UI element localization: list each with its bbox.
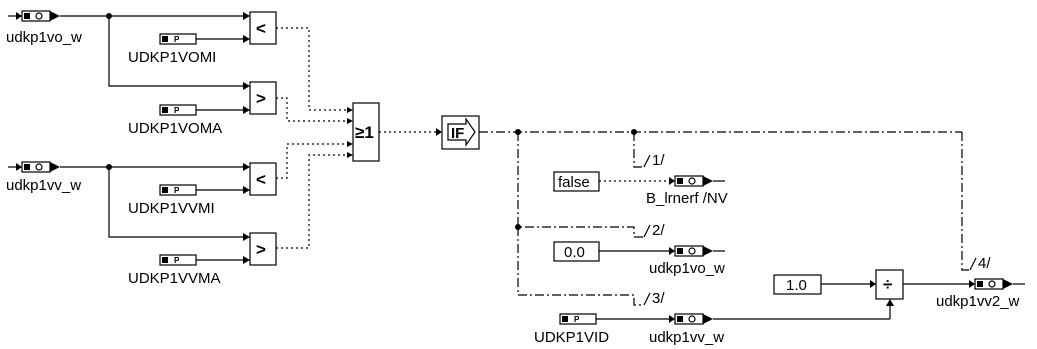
- branch-labels: 1/ 2/ 3/ 4/: [643, 152, 991, 307]
- input-wires: [60, 12, 250, 241]
- output-label-udkp1vv-w: udkp1vv_w: [649, 329, 724, 346]
- output-label-udkp1vo-w: udkp1vo_w: [649, 260, 725, 277]
- param-label-udkp1vomi: UDKP1VOMI: [128, 49, 216, 66]
- svg-text:≥1: ≥1: [355, 123, 374, 142]
- or-to-if-wire: [379, 128, 442, 136]
- comparator-gt-vo: >: [249, 81, 277, 115]
- branch-label-1: 1/: [652, 152, 665, 169]
- output-label-udkp1vv2-w: udkp1vv2_w: [936, 293, 1020, 310]
- or-block: ≥1: [352, 102, 380, 162]
- input-udkp1vo-w: udkp1vo_w: [6, 10, 82, 46]
- input-label-udkp1vv-w: udkp1vv_w: [6, 177, 81, 194]
- svg-text:÷: ÷: [883, 275, 892, 294]
- comparator-lt-vv: <: [249, 162, 277, 196]
- comparator-lt-vo: <: [249, 11, 277, 45]
- param-label-udkp1voma: UDKP1VOMA: [128, 120, 222, 137]
- svg-text:<: <: [256, 170, 266, 189]
- branch-3: UDKP1VID udkp1vv_w: [534, 299, 894, 346]
- const-false: false: [558, 174, 590, 191]
- svg-text:>: >: [256, 240, 266, 259]
- const-one: 1.0: [786, 277, 807, 294]
- param-label-udkp1vvma: UDKP1VVMA: [128, 270, 221, 287]
- param-udkp1vvmi: UDKP1VVMI: [128, 184, 250, 217]
- branch-label-2: 2/: [652, 222, 665, 239]
- branch-label-3: 3/: [652, 290, 665, 307]
- control-wires: [479, 129, 970, 306]
- param-udkp1voma: UDKP1VOMA: [128, 104, 250, 137]
- branch-2: 0.0 udkp1vo_w: [553, 241, 725, 277]
- input-udkp1vv-w: udkp1vv_w: [6, 161, 81, 194]
- bool-wires: [276, 27, 353, 249]
- input-label-udkp1vo-w: udkp1vo_w: [6, 29, 82, 46]
- param-udkp1vomi: UDKP1VOMI: [128, 33, 250, 66]
- branch-label-4: 4/: [978, 255, 991, 272]
- if-block: IF: [441, 115, 480, 150]
- output-label-b-lrnerf: B_lrnerf /NV: [646, 190, 728, 207]
- branch-1: false B_lrnerf /NV: [553, 171, 728, 207]
- svg-text:IF: IF: [451, 125, 464, 142]
- param-label-udkp1vvmi: UDKP1VVMI: [128, 200, 215, 217]
- param-udkp1vvma: UDKP1VVMA: [128, 254, 250, 287]
- param-label-udkp1vid: UDKP1VID: [534, 329, 609, 346]
- svg-text:>: >: [256, 89, 266, 108]
- const-zero: 0.0: [564, 244, 585, 261]
- branch-4: 1.0 ÷ udkp1vv2_w: [773, 269, 1025, 310]
- comparator-gt-vv: >: [249, 232, 277, 266]
- svg-text:<: <: [256, 19, 266, 38]
